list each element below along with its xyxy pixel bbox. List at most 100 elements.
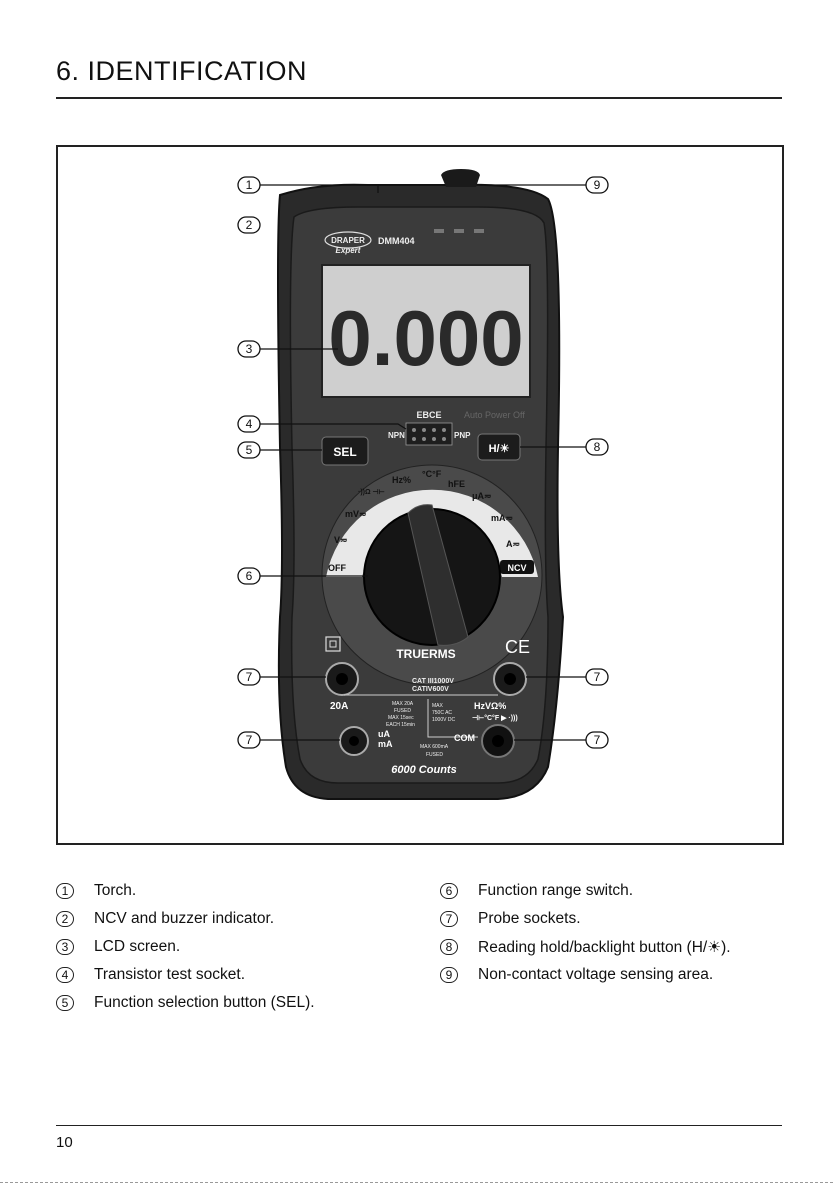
ncv-tip (441, 169, 480, 187)
dial-label-ncv: NCV (507, 563, 526, 573)
legend-item: 2 NCV and buzzer indicator. (56, 905, 315, 933)
sel-button-label: SEL (333, 445, 356, 459)
legend-text: Probe sockets. (478, 910, 581, 928)
max600-line1: MAX 600mA (420, 744, 449, 750)
legend-item: 1 Torch. (56, 877, 315, 905)
symbols-line1: HzVΩ% (474, 701, 506, 711)
svg-text:1: 1 (246, 178, 253, 192)
ce-mark: CE (505, 637, 530, 657)
callout-7-bottom-left: 7 (238, 732, 260, 748)
com-label: COM (454, 733, 475, 743)
svg-text:3: 3 (246, 342, 253, 356)
indicator-light-3 (474, 229, 484, 233)
legend-text: Torch. (94, 882, 136, 900)
legend-item: 5 Function selection button (SEL). (56, 989, 315, 1017)
callout-3: 3 (238, 341, 260, 357)
legend-number: 6 (440, 883, 458, 899)
dial-label-ohm: ·))Ω ⊣⊢ (358, 488, 385, 496)
dial-label-hz: Hz% (392, 475, 411, 485)
max20a-line4: EACH 15min (386, 722, 415, 728)
callout-9: 9 (586, 177, 608, 193)
legend-item: 4 Transistor test socket. (56, 961, 315, 989)
legend-item: 3 LCD screen. (56, 933, 315, 961)
auto-power-off-label: Auto Power Off (464, 410, 525, 420)
transistor-socket (406, 423, 452, 445)
page-edge-dashes (0, 1182, 833, 1183)
legend-number: 4 (56, 967, 74, 983)
svg-text:7: 7 (594, 670, 601, 684)
legend-number: 5 (56, 995, 74, 1011)
max-line1: MAX (432, 703, 444, 709)
legend-text: Reading hold/backlight button (H/☀). (478, 938, 731, 957)
max20a-line3: MAX 15sec (388, 715, 414, 721)
symbols-line2: ⊣⊢°C°F ▶ ·))) (472, 714, 518, 722)
dial-label-v: V≂ (334, 535, 348, 545)
cat-rating-2: CATIV600V (412, 686, 449, 693)
page-number: 10 (56, 1134, 73, 1151)
callout-7-bottom-right: 7 (586, 732, 608, 748)
svg-text:9: 9 (594, 178, 601, 192)
legend-right: 6 Function range switch. 7 Probe sockets… (440, 877, 731, 989)
legend-text: NCV and buzzer indicator. (94, 910, 274, 928)
svg-text:4: 4 (246, 417, 253, 431)
cat-rating-1: CAT III1000V (412, 678, 454, 685)
hold-backlight-button-label: H/☀ (489, 443, 510, 455)
max-line3: 1000V DC (432, 717, 455, 723)
callout-7-top-left: 7 (238, 669, 260, 685)
callout-5: 5 (238, 442, 260, 458)
svg-text:7: 7 (246, 733, 253, 747)
callout-2: 2 (238, 217, 260, 233)
indicator-light-1 (434, 229, 444, 233)
callout-8: 8 (586, 439, 608, 455)
dial-label-ua: μA≂ (472, 491, 492, 501)
legend-item: 9 Non-contact voltage sensing area. (440, 961, 731, 989)
legend-number: 8 (440, 939, 458, 955)
legend-text: Transistor test socket. (94, 966, 245, 984)
dial-label-hfe: hFE (448, 479, 465, 489)
dial-label-ma: mA≂ (491, 513, 513, 523)
legend-item: 7 Probe sockets. (440, 905, 731, 933)
counts-label: 6000 Counts (391, 764, 456, 776)
ua-label: uA (378, 729, 390, 739)
legend-number: 9 (440, 967, 458, 983)
legend-text: Non-contact voltage sensing area. (478, 966, 713, 984)
title-rule (56, 97, 782, 99)
ma-label: mA (378, 739, 393, 749)
svg-text:7: 7 (594, 733, 601, 747)
indicator-light-2 (454, 229, 464, 233)
lcd-reading: 0.000 (328, 294, 523, 382)
legend-text: LCD screen. (94, 938, 180, 956)
callout-7-top-right: 7 (586, 669, 608, 685)
page-title: 6. IDENTIFICATION (56, 56, 307, 87)
pnp-label: PNP (454, 431, 471, 440)
svg-text:2: 2 (246, 218, 253, 232)
legend-text: Function selection button (SEL). (94, 994, 315, 1012)
svg-text:7: 7 (246, 670, 253, 684)
dial-label-a: A≂ (506, 539, 520, 549)
max20a-line1: MAX 20A (392, 701, 414, 707)
legend-number: 1 (56, 883, 74, 899)
max600-line2: FUSED (426, 752, 443, 758)
dial-label-off: OFF (328, 563, 346, 573)
callout-4: 4 (238, 416, 260, 432)
max20a-line2: FUSED (394, 708, 411, 714)
legend-item: 8 Reading hold/backlight button (H/☀). (440, 933, 731, 961)
brand-sub: Expert (336, 246, 361, 255)
dial-label-temp: °C°F (422, 469, 442, 479)
svg-text:8: 8 (594, 440, 601, 454)
callout-1: 1 (238, 177, 260, 193)
legend-number: 7 (440, 911, 458, 927)
multimeter-figure: DRAPER Expert DMM404 0.000 EBCE Auto Pow… (56, 145, 784, 845)
ebce-label: EBCE (416, 410, 441, 420)
legend-number: 2 (56, 911, 74, 927)
callout-6: 6 (238, 568, 260, 584)
legend-left: 1 Torch. 2 NCV and buzzer indicator. 3 L… (56, 877, 315, 1017)
multimeter-illustration: DRAPER Expert DMM404 0.000 EBCE Auto Pow… (58, 147, 782, 843)
max-line2: 750C AC (432, 710, 452, 716)
legend-text: Function range switch. (478, 882, 633, 900)
truerms-label: TRUERMS (396, 647, 455, 661)
model-name: DMM404 (378, 236, 415, 246)
brand-logo: DRAPER (331, 236, 365, 245)
svg-text:6: 6 (246, 569, 253, 583)
legend-number: 3 (56, 939, 74, 955)
